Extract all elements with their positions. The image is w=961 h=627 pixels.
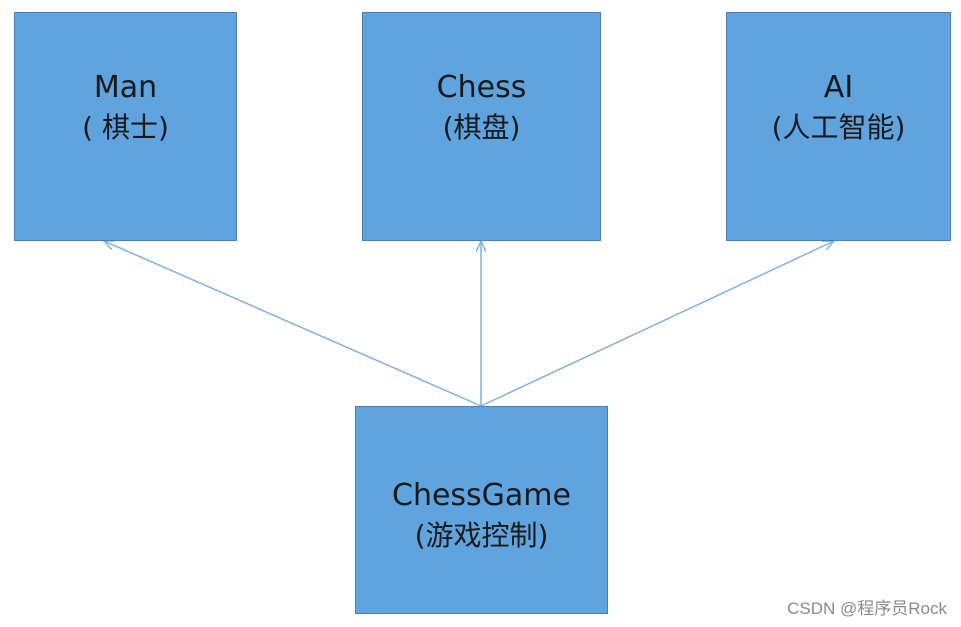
node-man-subtitle: ( 棋士)	[82, 111, 169, 144]
node-ai-title: AI	[823, 70, 854, 105]
node-ai-content: AI (人工智能)	[772, 68, 906, 148]
node-man-content: Man ( 棋士)	[82, 68, 169, 148]
node-chessgame-subtitle: (游戏控制)	[414, 519, 549, 552]
arrow-game-to-ai	[480, 241, 834, 407]
node-chess-title: Chess	[436, 70, 527, 105]
node-chessgame: ChessGame (游戏控制)	[355, 406, 608, 614]
node-chessgame-title: ChessGame	[392, 478, 571, 513]
node-chessgame-content: ChessGame (游戏控制)	[392, 476, 571, 556]
watermark: CSDN @程序员Rock	[787, 599, 947, 618]
node-chess: Chess (棋盘)	[362, 12, 601, 241]
node-ai: AI (人工智能)	[726, 12, 951, 241]
node-man: Man ( 棋士)	[14, 12, 237, 241]
node-man-title: Man	[93, 70, 158, 105]
arrow-game-to-man	[104, 241, 482, 407]
node-chess-content: Chess (棋盘)	[437, 68, 527, 148]
node-chess-subtitle: (棋盘)	[442, 111, 521, 144]
node-ai-subtitle: (人工智能)	[771, 111, 906, 144]
